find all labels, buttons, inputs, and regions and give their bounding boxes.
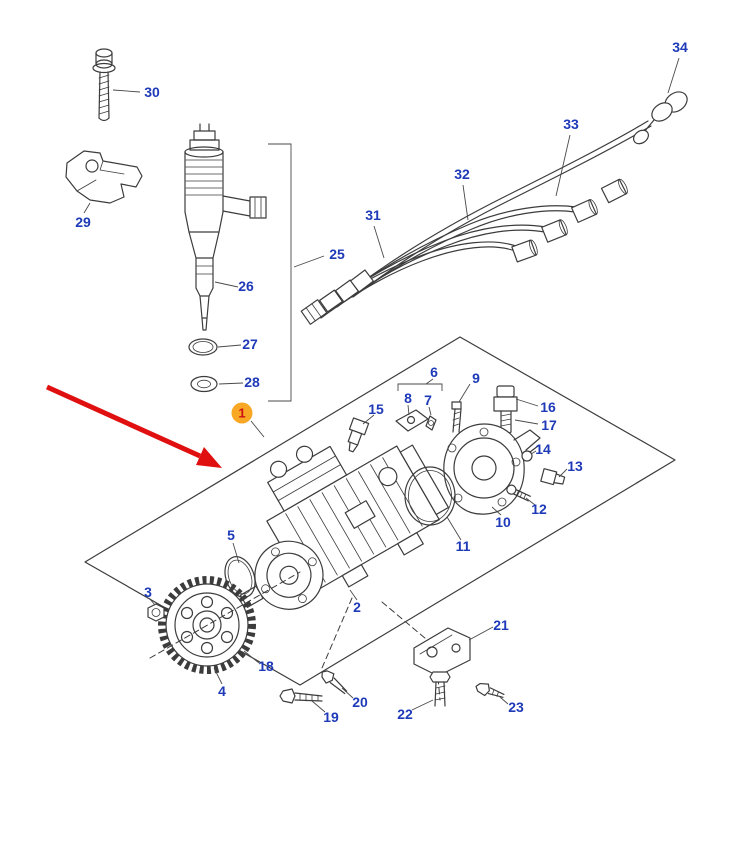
fitting-14-drawing bbox=[521, 445, 539, 462]
support-bracket-drawing bbox=[413, 627, 471, 677]
pipe-connector-drawing bbox=[632, 91, 688, 145]
part-label-6: 6 bbox=[430, 364, 438, 380]
injector-oring-drawing bbox=[188, 338, 218, 356]
part-label-21: 21 bbox=[493, 617, 509, 633]
sensor-15-drawing bbox=[347, 417, 370, 453]
part-label-17: 17 bbox=[541, 417, 557, 433]
part-label-22: 22 bbox=[397, 706, 413, 722]
part-label-9: 9 bbox=[472, 370, 480, 386]
part-label-10: 10 bbox=[495, 514, 511, 530]
part-label-30: 30 bbox=[144, 84, 160, 100]
part-label-13: 13 bbox=[567, 458, 583, 474]
part-label-33: 33 bbox=[563, 116, 579, 132]
screw-12-drawing bbox=[506, 484, 531, 502]
part-label-29: 29 bbox=[75, 214, 91, 230]
sensor-16-17-drawing bbox=[493, 385, 518, 435]
part-label-2: 2 bbox=[353, 599, 361, 615]
pump-oring-drawing bbox=[404, 466, 456, 526]
part-label-23: 23 bbox=[508, 699, 524, 715]
bolt-20-drawing bbox=[321, 670, 348, 695]
part-label-18: 18 bbox=[258, 658, 274, 674]
part-label-25: 25 bbox=[329, 246, 345, 262]
plug-13-drawing bbox=[540, 468, 566, 486]
part-label-3: 3 bbox=[144, 584, 152, 600]
injector-clamp-bracket-drawing bbox=[65, 150, 143, 204]
gear-oring-drawing bbox=[224, 556, 256, 598]
mounting-bolt-drawing bbox=[92, 48, 116, 122]
red-arrow bbox=[45, 384, 222, 468]
part-label-26: 26 bbox=[238, 278, 254, 294]
bolt-19-drawing bbox=[279, 688, 323, 704]
part-label-11: 11 bbox=[455, 538, 471, 554]
fuel-pipes-drawing bbox=[300, 91, 688, 325]
gear-nut-drawing bbox=[147, 603, 165, 622]
part-label-32: 32 bbox=[454, 166, 470, 182]
part-label-27: 27 bbox=[242, 336, 258, 352]
bolt-23-drawing bbox=[475, 682, 505, 698]
part-label-14: 14 bbox=[535, 441, 551, 457]
injector-washer-drawing bbox=[190, 375, 218, 393]
part-label-8: 8 bbox=[404, 390, 412, 406]
part-label-1: 1 bbox=[231, 402, 253, 424]
part-label-16: 16 bbox=[540, 399, 556, 415]
part-label-19: 19 bbox=[323, 709, 339, 725]
fuel-injector-drawing bbox=[184, 123, 267, 331]
part-label-34: 34 bbox=[672, 39, 688, 55]
pump-clamp-parts-drawing bbox=[395, 409, 437, 432]
part-label-7: 7 bbox=[424, 392, 432, 408]
part-label-20: 20 bbox=[352, 694, 368, 710]
bolt-22-drawing bbox=[429, 671, 451, 707]
injection-pump-drawing bbox=[239, 444, 450, 610]
part-label-28: 28 bbox=[244, 374, 260, 390]
pump-cover-drawing bbox=[443, 423, 541, 515]
part-label-31: 31 bbox=[365, 207, 381, 223]
part-label-15: 15 bbox=[368, 401, 384, 417]
part-label-5: 5 bbox=[227, 527, 235, 543]
leader-lines bbox=[83, 57, 680, 713]
part-label-12: 12 bbox=[531, 501, 547, 517]
part-label-4: 4 bbox=[218, 683, 226, 699]
stud-drawing bbox=[451, 401, 462, 433]
